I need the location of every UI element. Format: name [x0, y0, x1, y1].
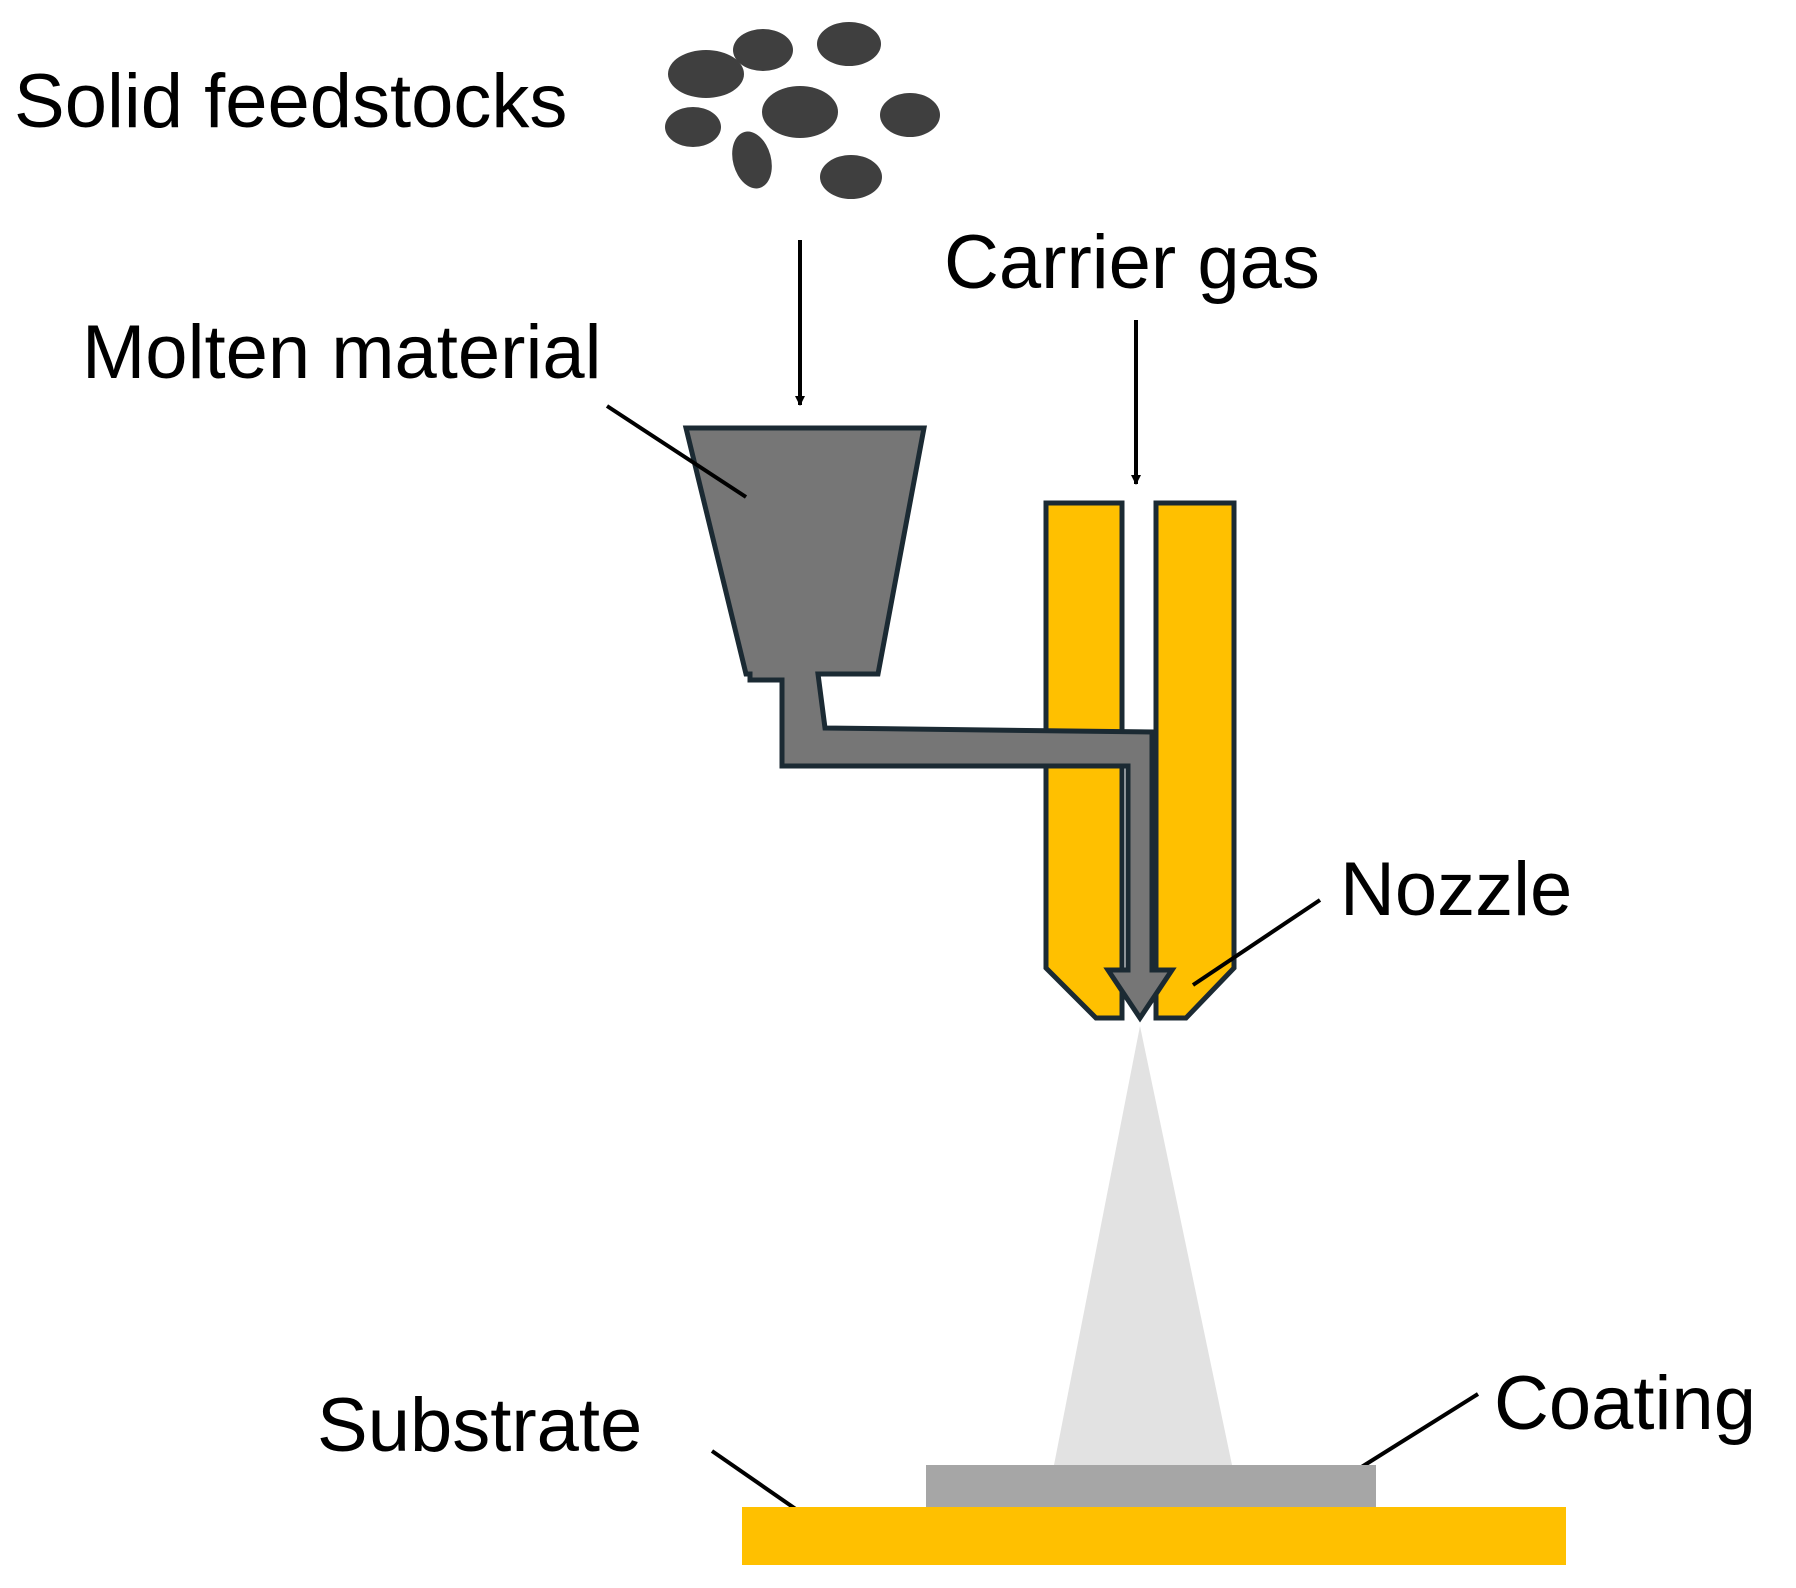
feedstock-particle: [880, 93, 940, 137]
nozzle-leader: [1191, 898, 1322, 987]
substrate-label: Substrate: [317, 1383, 642, 1468]
nozzle-label: Nozzle: [1340, 847, 1572, 932]
substrate-layer: [742, 1507, 1566, 1565]
solid-feedstocks-label: Solid feedstocks: [14, 59, 567, 144]
molten-material-hopper: [682, 425, 1177, 1023]
feedstock-particle: [732, 131, 772, 189]
carrier-gas-label: Carrier gas: [944, 220, 1320, 305]
coating-layer: [926, 1465, 1376, 1508]
feedstock-particle: [668, 50, 744, 98]
nozzle-right-half: [1153, 500, 1237, 1021]
feedstock-particle: [733, 29, 793, 71]
feedstock-particle: [820, 155, 882, 199]
feedstock-particle: [665, 107, 721, 147]
feedstock-particles: [665, 22, 940, 199]
feedstock-particle: [817, 22, 881, 66]
coating-label: Coating: [1494, 1361, 1756, 1446]
molten-material-leader: [605, 404, 748, 499]
feedstock-particle: [762, 86, 838, 138]
molten-material-label: Molten material: [82, 310, 602, 395]
spray-plume: [1054, 1026, 1232, 1465]
